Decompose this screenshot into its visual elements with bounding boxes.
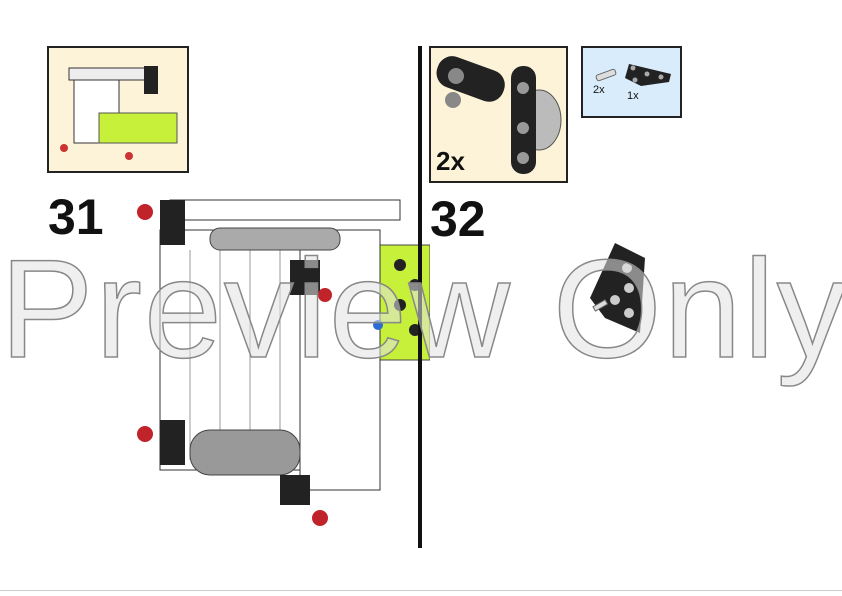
axle-pin-icon: [595, 68, 617, 82]
subassembly-multiplier: 2x: [436, 146, 465, 176]
subassembly-callout: 2x: [429, 46, 568, 183]
step-divider-line: [418, 46, 422, 548]
step-32-part-illustration: [590, 243, 645, 333]
parts-list-callout: 2x 1x: [581, 46, 682, 118]
part-count-axle-pin: 2x: [593, 84, 605, 96]
part-count-triangle-liftarm: 1x: [627, 90, 639, 102]
step-number-31: 31: [48, 189, 104, 245]
page-bottom-border: [0, 590, 842, 591]
step-number-32: 32: [430, 191, 486, 247]
assembly-thumbnail-image: [60, 66, 178, 160]
triangle-liftarm-icon: [625, 64, 671, 86]
step-31-assembly-illustration: [137, 199, 430, 526]
subassembly-image: [436, 56, 562, 174]
step-31-preview-thumbnail: [47, 46, 189, 173]
